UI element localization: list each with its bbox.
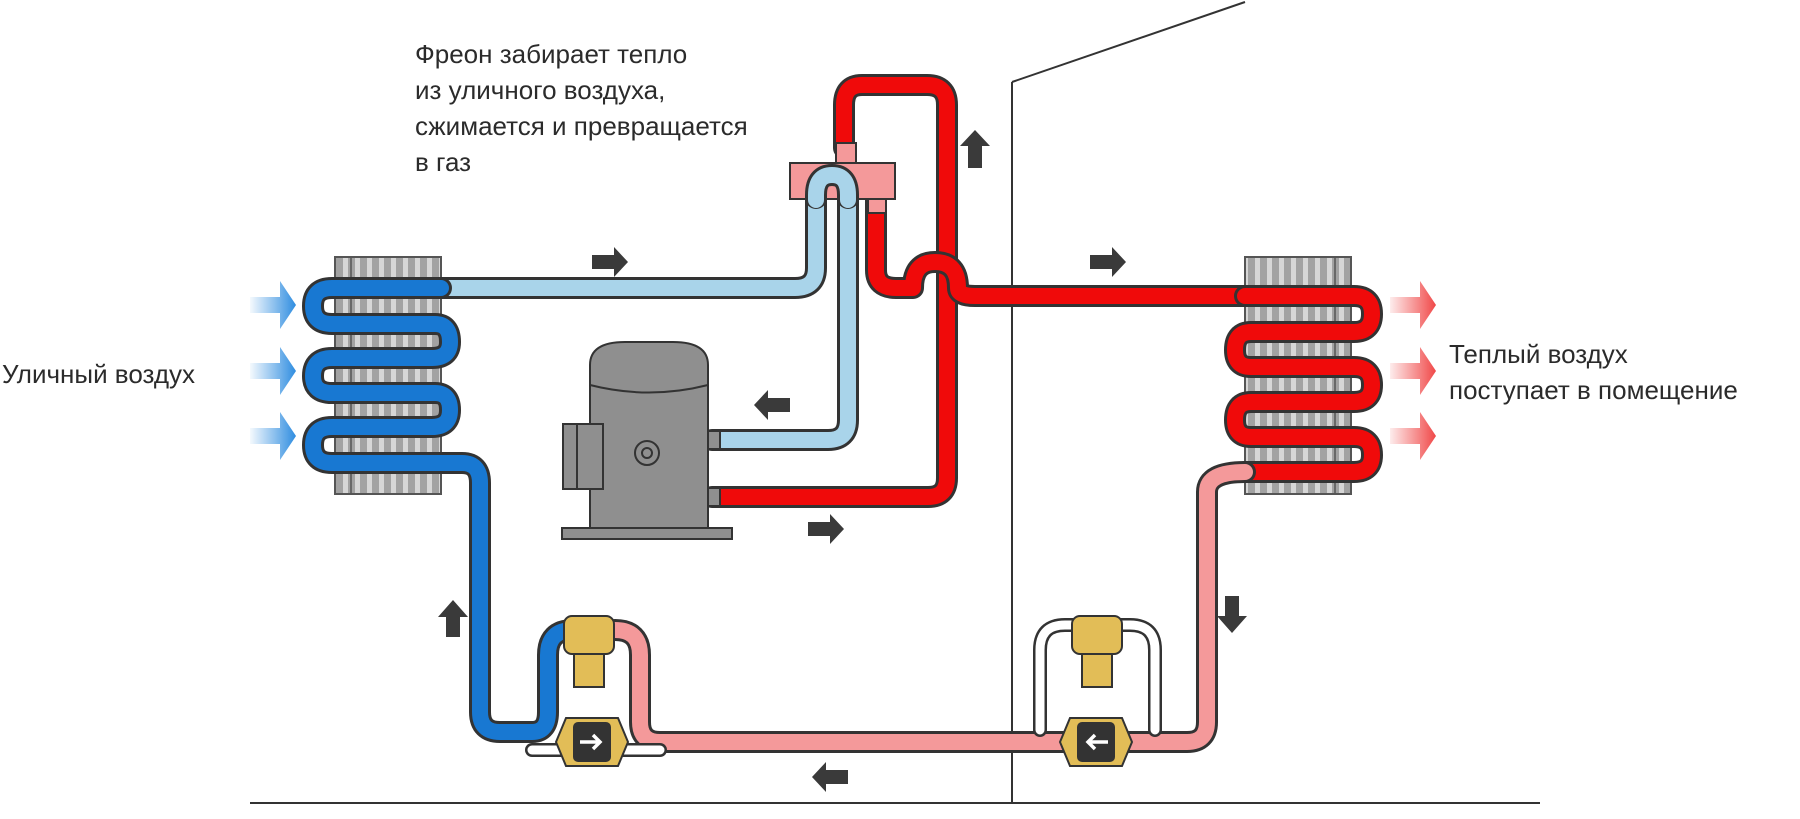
check-valve-icon	[1058, 717, 1134, 767]
air-inflow-arrow-icon	[250, 281, 296, 460]
air-outflow-arrow-icon	[1390, 281, 1436, 460]
check-valve-icon	[554, 717, 630, 767]
expansion-valve-icon	[1071, 615, 1123, 688]
outdoor-coil-tube	[302, 277, 584, 743]
house-wall	[250, 1, 1540, 804]
hot-gas-pipe	[701, 74, 1256, 508]
warm-air-label: Теплый воздух поступает в помещение	[1449, 339, 1738, 405]
outdoor-air-label: Уличный воздух	[2, 359, 196, 389]
expansion-valve-icon	[563, 615, 615, 688]
compressor	[561, 341, 733, 540]
flow-arrow-icon	[438, 130, 1247, 792]
freon-note-label: Фреон забирает тепло из уличного воздуха…	[415, 39, 748, 177]
indoor-coil-tube	[1224, 285, 1383, 483]
